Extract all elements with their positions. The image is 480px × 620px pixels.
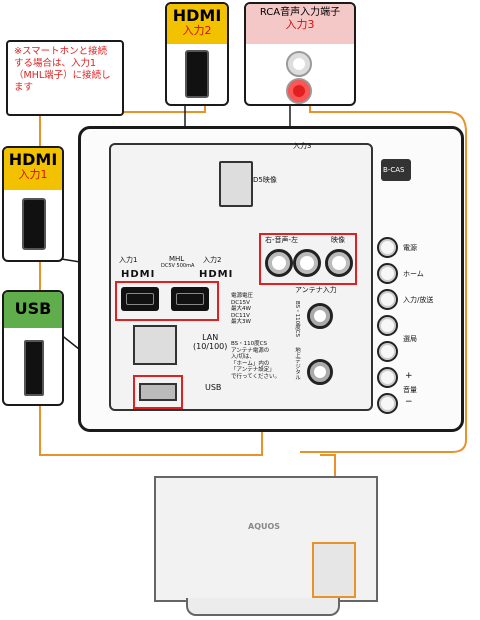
rca-highlight <box>259 233 357 285</box>
rca-red-jack-icon <box>286 78 312 104</box>
usb-label: USB <box>205 383 222 392</box>
channel-down-button[interactable] <box>377 341 398 362</box>
hdmi-input2-title: HDMI <box>172 6 222 25</box>
terrestrial-antenna-jack <box>307 359 333 385</box>
d5-port <box>219 161 253 207</box>
volume-down-button[interactable] <box>377 393 398 414</box>
lan-label: LAN (10/100) <box>193 333 228 351</box>
audio-l-jack <box>293 249 321 277</box>
in1-label: 入力1 <box>119 256 138 264</box>
in2-label: 入力2 <box>203 256 222 264</box>
usb-callout: USB <box>2 290 64 406</box>
hdmi-logo-2: HDMI <box>199 269 234 280</box>
bs-cs-note: BS・110度CS アンテナ電源の 入/切は、 「ホーム」内の 「アンテナ設定」… <box>231 341 281 380</box>
input-button[interactable] <box>377 289 398 310</box>
d5-label: D5映像 <box>253 176 277 184</box>
home-button[interactable] <box>377 263 398 284</box>
hdmi1-port <box>121 287 159 311</box>
input3-label: 入力3 <box>293 142 312 150</box>
audio-r-jack <box>265 249 293 277</box>
usb-port-icon <box>24 340 44 396</box>
rca-sub: 入力3 <box>285 17 315 31</box>
hdmi-input2-sub: 入力2 <box>182 23 212 37</box>
home-label: ホーム <box>403 270 424 278</box>
power-label: 電源 <box>403 244 417 252</box>
bcas-slot <box>381 159 411 181</box>
bs-antenna-jack <box>307 303 333 329</box>
volume-label: 音量 <box>403 386 417 394</box>
rca-title: RCA音声入力端子 <box>259 7 341 18</box>
hdmi2-port <box>171 287 209 311</box>
hdmi-input1-sub: 入力1 <box>18 167 48 181</box>
volume-plus: + <box>405 371 413 381</box>
channel-up-button[interactable] <box>377 315 398 336</box>
hdmi-input1-title: HDMI <box>8 150 58 169</box>
rca-input3-callout: RCA音声入力端子 入力3 <box>244 2 356 106</box>
smartphone-note: ※スマートホンと接続する場合は、入力1（MHL端子）に接続します <box>6 40 124 116</box>
antenna-label: アンテナ入力 <box>295 286 337 294</box>
hdmi-input1-callout: HDMI 入力1 <box>2 146 64 262</box>
lan-port <box>133 325 177 365</box>
tv-brand: AQUOS <box>248 522 281 531</box>
channel-label: 選局 <box>403 335 417 343</box>
video-label: 映像 <box>331 236 345 244</box>
mhl-spec-label: DC5V 500mA <box>161 263 195 269</box>
audio-label: 右-音声-左 <box>265 236 299 244</box>
hdmi-input2-callout: HDMI 入力2 <box>165 2 229 106</box>
usb-title: USB <box>14 299 52 318</box>
tv-stand <box>186 598 340 616</box>
rear-panel: 入力3 D5映像 B-CAS 右-音声-左 映像 入力1 MHL DC5V 50… <box>78 126 464 432</box>
rca-white-jack-icon <box>286 51 312 77</box>
volume-up-button[interactable] <box>377 367 398 388</box>
hdmi-port-icon <box>22 198 46 250</box>
usb-highlight <box>133 375 183 409</box>
usb-port <box>139 383 177 401</box>
note-text: ※スマートホンと接続する場合は、入力1（MHL端子）に接続します <box>14 46 111 93</box>
bcas-label: B-CAS <box>383 166 405 174</box>
terrestrial-label: 地上デジタル <box>294 347 300 380</box>
hdmi-port-icon <box>185 50 209 98</box>
hdmi-logo-1: HDMI <box>121 269 156 280</box>
hdmi-highlight <box>115 281 219 321</box>
power-spec: 電源電圧 DC15V 最大4W DC11V 最大3W <box>231 293 254 326</box>
video-jack <box>325 249 353 277</box>
mhl-label: MHL <box>169 255 185 263</box>
tv-terminal-highlight <box>312 542 356 598</box>
input-label: 入力/放送 <box>403 296 434 304</box>
tv-rear-view: AQUOS <box>154 476 378 602</box>
bs-label: BS・110度CS <box>294 301 300 337</box>
power-button[interactable] <box>377 237 398 258</box>
volume-minus: − <box>405 397 413 407</box>
